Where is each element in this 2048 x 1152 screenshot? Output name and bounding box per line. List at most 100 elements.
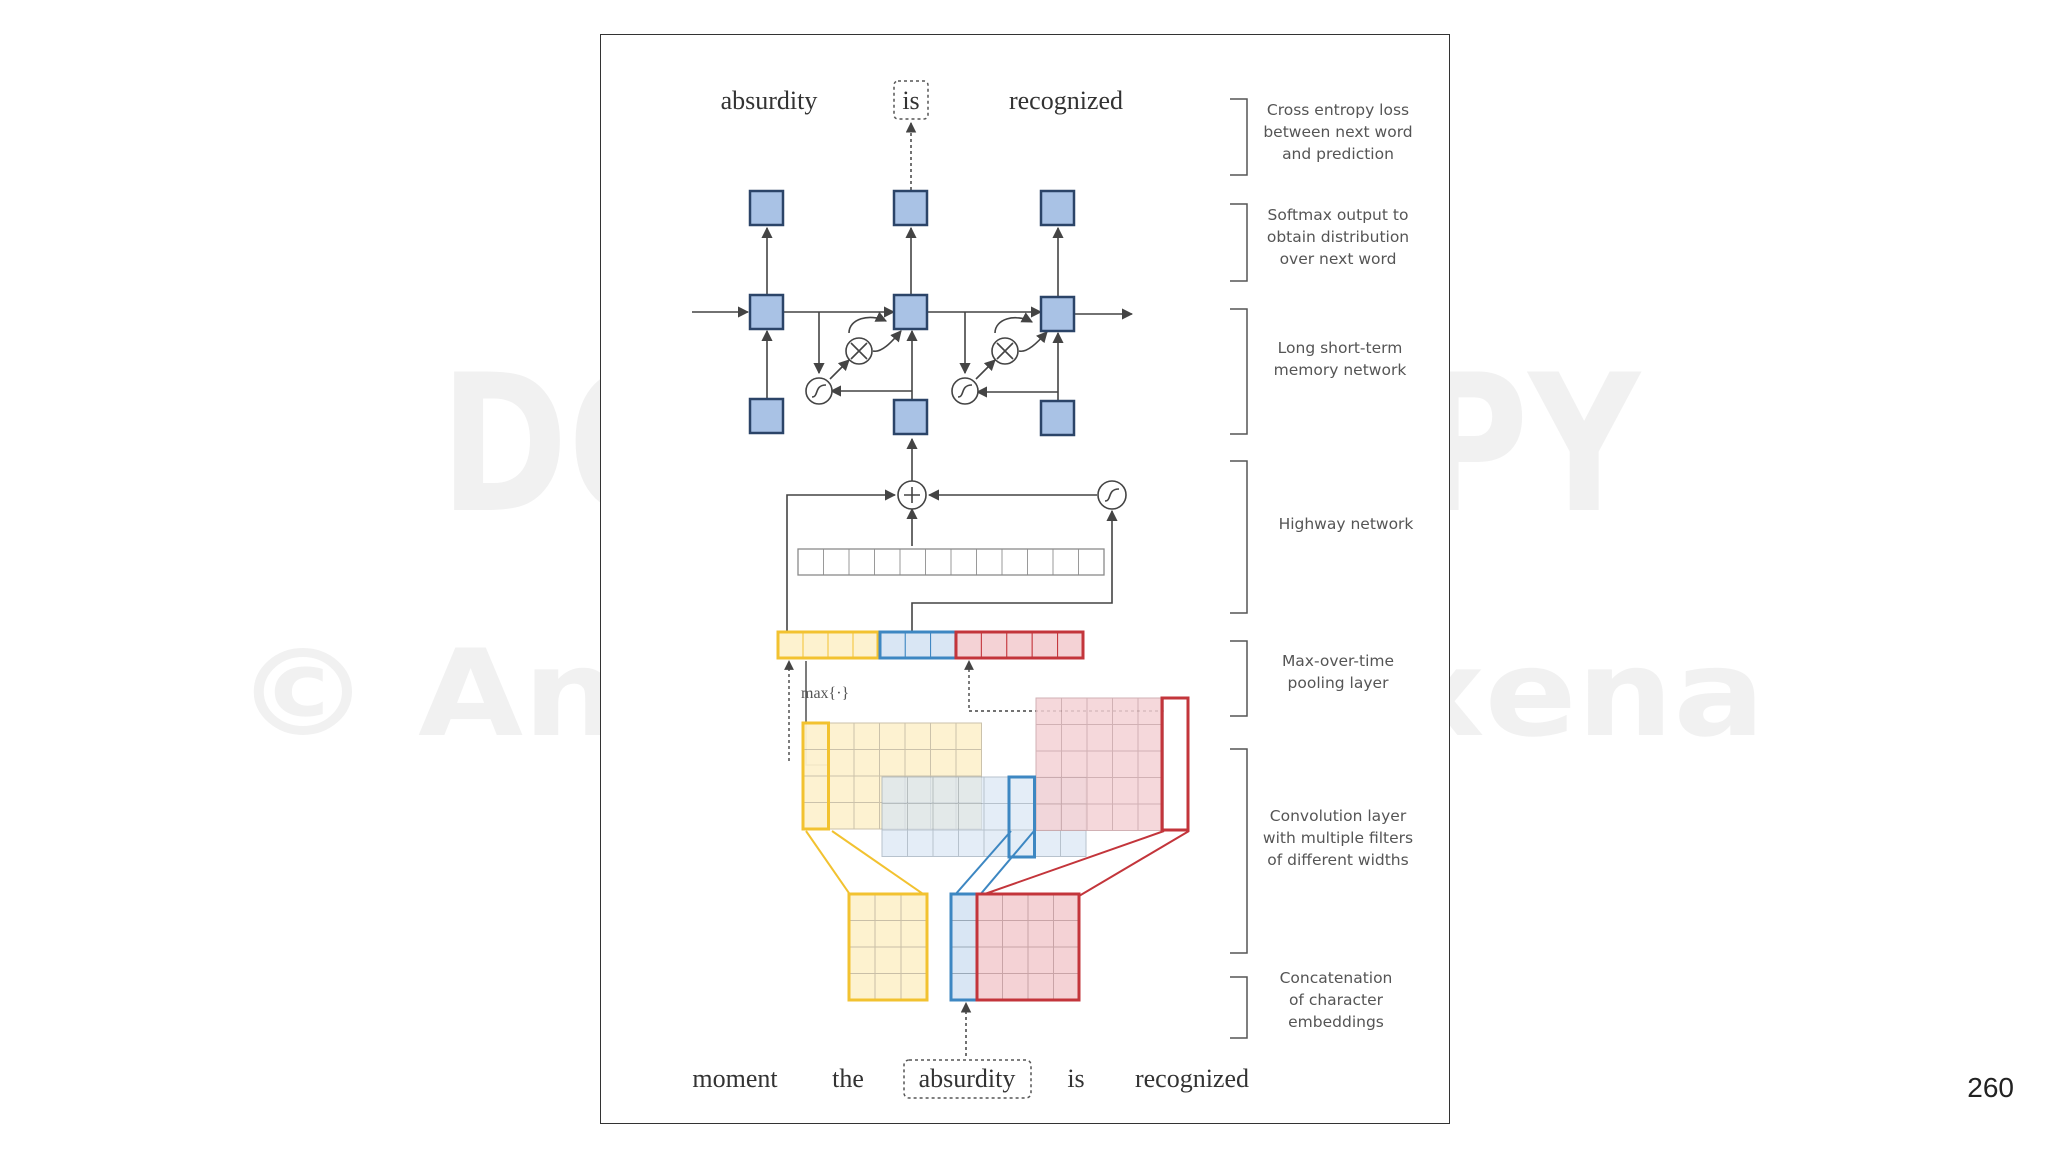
- embedding-red-filter-cell: [976, 973, 1003, 1001]
- embedding-red-filter-cell: [1053, 893, 1080, 921]
- highway-vector-cell: [1027, 548, 1054, 576]
- feature-map-red-cell: [1086, 750, 1113, 778]
- feature-map-red-cell: [1035, 697, 1062, 725]
- max-pool-label: max{·}: [801, 685, 849, 702]
- pool-segment-blue: [878, 630, 958, 660]
- embedding-red-filter-cell: [1002, 893, 1029, 921]
- lstm-input-node: [892, 398, 929, 436]
- page-number: 260: [1967, 1072, 2014, 1103]
- pool-segment-blue-cell: [879, 631, 906, 659]
- highway-vector-cell: [950, 548, 977, 576]
- feature-map-yellow-cell: [904, 722, 931, 750]
- pool-segment-red: [954, 630, 1085, 660]
- pool-segment-red-outline: [954, 630, 1085, 660]
- embedding-red-filter-outline: [975, 892, 1081, 1002]
- pool-segment-blue-cell: [904, 631, 932, 659]
- feature-map-red-cell: [1112, 777, 1139, 805]
- bottom-word-moment: moment: [692, 1064, 778, 1093]
- feature-map-red-cell: [1035, 724, 1062, 752]
- feature-map-blue-cell: [932, 776, 959, 804]
- embedding-yellow-filter-cell: [874, 920, 902, 948]
- embedding-red-filter-cell: [1002, 946, 1029, 974]
- sigmoid-gate-icon: [805, 377, 833, 405]
- feature-map-red-cell: [1137, 697, 1164, 725]
- feature-map-red-cell: [1086, 697, 1113, 725]
- highway-vector-cell: [1052, 548, 1079, 576]
- feature-map-blue-cell: [983, 803, 1010, 831]
- embedding-red-filter-cell: [1027, 973, 1054, 1001]
- feature-map-red-cell: [1061, 724, 1088, 752]
- top-word-recognized: recognized: [1009, 86, 1123, 115]
- embedding-yellow-filter-cell: [848, 973, 876, 1001]
- feature-map-yellow-cell: [879, 722, 906, 750]
- feature-map-red-cell: [1061, 777, 1088, 805]
- embedding-red-filter-cell: [1053, 946, 1080, 974]
- highway-vector: [797, 548, 1105, 576]
- feature-map-red-cell: [1112, 803, 1139, 831]
- feature-map-blue-cell: [958, 803, 985, 831]
- pool-segment-red-cell: [955, 631, 982, 659]
- feature-map-red-cell: [1086, 724, 1113, 752]
- top-words: absurdity is recognized: [721, 80, 1123, 120]
- pool-segment-red-cell: [1031, 631, 1059, 659]
- annotation-line: embeddings: [1288, 1013, 1384, 1031]
- annotation-line: Concatenation: [1280, 969, 1393, 987]
- feature-map-red-cell: [1035, 750, 1062, 778]
- highway-vector-cell: [797, 548, 824, 576]
- feature-map-red-cell: [1061, 803, 1088, 831]
- feature-map-blue-cell: [932, 803, 959, 831]
- annotation-line: memory network: [1274, 361, 1407, 379]
- feature-map-red-cell: [1086, 803, 1113, 831]
- top-word-absurdity: absurdity: [721, 86, 818, 115]
- highway-vector-cell: [899, 548, 926, 576]
- embedding-yellow-filter-cell: [874, 893, 902, 921]
- annotation-line: Softmax output to: [1268, 206, 1409, 224]
- embedding-red-filter-cell: [976, 920, 1003, 948]
- feature-map-red-cell: [1035, 803, 1062, 831]
- feature-map-red-cell: [1137, 724, 1164, 752]
- top-word-highlight-box: [893, 80, 929, 120]
- feature-map-blue-cell: [983, 829, 1010, 857]
- bottom-word-absurdity: absurdity: [919, 1064, 1016, 1093]
- pool-segment-yellow-cell: [802, 631, 829, 659]
- feature-map-yellow-cell: [802, 802, 829, 830]
- char-cnn-lstm-diagram: absurdity is recognized: [692, 80, 1413, 1099]
- pool-segment-red-cell: [980, 631, 1008, 659]
- convolution-feature-maps: [801, 696, 1190, 859]
- embedding-blue-filter-cell: [950, 920, 978, 948]
- annotation-line: with multiple filters: [1263, 829, 1413, 847]
- feature-map-red-cell: [1112, 724, 1139, 752]
- embedding-yellow-filter-cell: [900, 893, 928, 921]
- annotation-line: obtain distribution: [1267, 228, 1409, 246]
- feature-map-blue-cell: [1009, 776, 1036, 804]
- feature-map-blue-cell: [1009, 803, 1036, 831]
- softmax-node: [1039, 189, 1076, 227]
- embedding-yellow-filter-cell: [900, 973, 928, 1001]
- feature-map-yellow-cell: [853, 775, 880, 803]
- embedding-red-filter-cell: [1002, 920, 1029, 948]
- bottom-word-is: is: [1067, 1064, 1084, 1093]
- pool-segment-blue-cell: [930, 631, 957, 659]
- feature-map-blue-cell: [881, 803, 908, 831]
- filter-highlight-yellow: [801, 721, 830, 831]
- highway-vector-outline: [797, 548, 1105, 576]
- filter-highlight-blue: [1007, 775, 1036, 859]
- highway-vector-cell: [1001, 548, 1028, 576]
- embedding-red-filter-cell: [1027, 920, 1054, 948]
- lstm-input-node: [1039, 399, 1076, 437]
- feature-map-yellow-cell: [828, 802, 855, 830]
- lstm-connections: [692, 226, 1134, 401]
- annotation-line: between next word: [1263, 123, 1412, 141]
- embedding-yellow-filter-cell: [900, 946, 928, 974]
- highway-vector-cell: [823, 548, 850, 576]
- pool-segment-yellow-outline: [776, 630, 880, 660]
- highway-vector: [797, 548, 1105, 576]
- annotation-line: and prediction: [1282, 145, 1394, 163]
- character-embeddings: [847, 892, 1081, 1002]
- lstm-input-node: [748, 397, 785, 435]
- bottom-words: moment the absurdity is recognized: [692, 1059, 1249, 1099]
- feature-map-red-cell: [1137, 750, 1164, 778]
